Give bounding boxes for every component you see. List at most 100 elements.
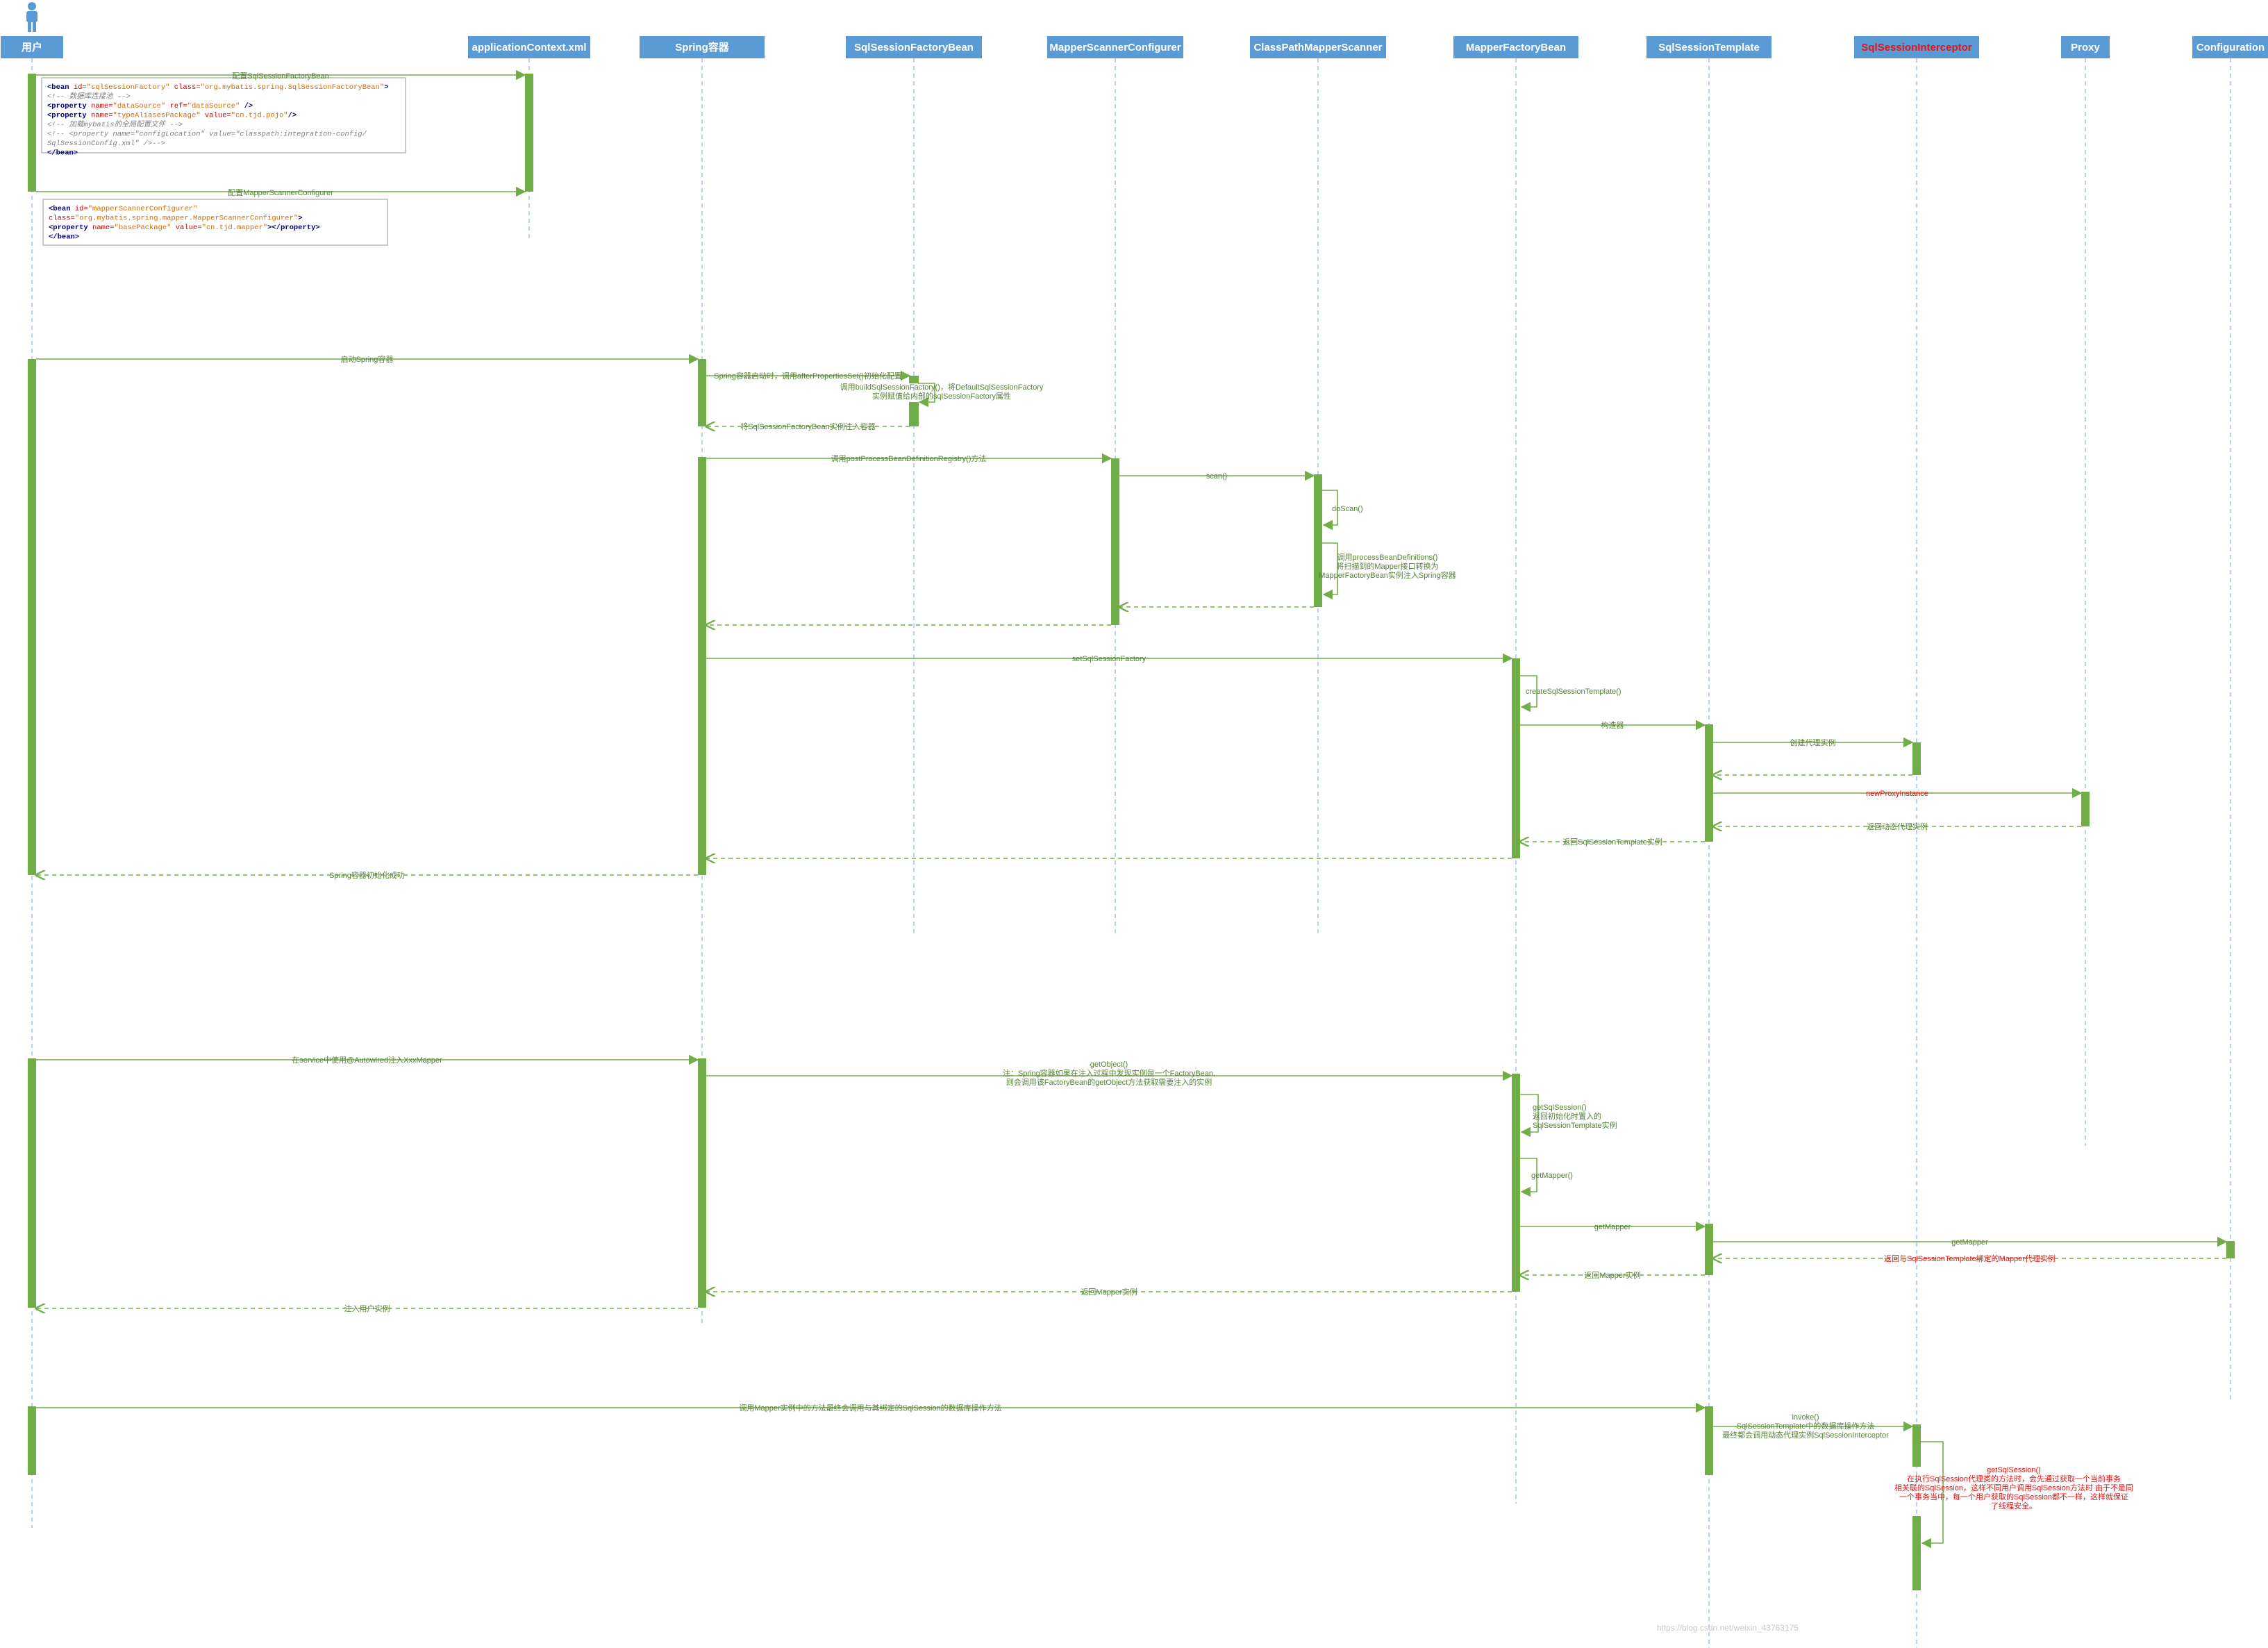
lifelines <box>31 58 2231 1648</box>
note-scanner-bean: <bean id="mapperScannerConfigurer"class=… <box>42 199 388 246</box>
message-label: 返回与SqlSessionTemplate绑定的Mapper代理实例 <box>1884 1254 2056 1263</box>
lifeline-label-app: applicationContext.xml <box>472 42 586 53</box>
message-label: 创建代理实例 <box>1790 738 1836 747</box>
xml-notes: <bean id="sqlSessionFactory" class="org.… <box>41 77 406 246</box>
message-m18: Spring容器初始化成功 <box>36 870 698 880</box>
activation-mfb <box>1512 658 1520 858</box>
user-actor-icon <box>26 2 37 32</box>
message-m12: createSqlSessionTemplate() <box>1520 675 1621 713</box>
activation-sst <box>1705 1224 1713 1275</box>
lifeline-label-user: 用户 <box>22 41 42 53</box>
lifeline-label-cpms: ClassPathMapperScanner <box>1253 42 1382 53</box>
message-label: getMapper <box>1951 1238 1988 1247</box>
message-m13: 构造器 <box>1520 719 1706 731</box>
message-label: 实例赋值给内部的sqlSessionFactory属性 <box>872 391 1011 401</box>
lifeline-header-ssi: SqlSessionInterceptor <box>1854 36 1979 58</box>
lifeline-label-ssfb: SqlSessionFactoryBean <box>854 42 974 53</box>
activation-user <box>28 1058 36 1308</box>
activation-sst <box>1705 724 1713 842</box>
message-m23: getMapper <box>1520 1221 1706 1232</box>
activation-spring <box>698 457 706 875</box>
lifeline-label-ssi: SqlSessionInterceptor <box>1861 42 1971 53</box>
lifeline-header-conf: Configuration <box>2192 36 2268 58</box>
lifeline-label-spring: Spring容器 <box>675 41 729 53</box>
lifeline-headers: 用户 applicationContext.xml Spring容器 SqlSessi… <box>1 36 2268 58</box>
activation-spring <box>698 359 706 426</box>
activation-cpms <box>1314 474 1322 607</box>
message-label: Spring容器初始化成功 <box>329 870 405 880</box>
lifeline-label-conf: Configuration <box>2196 42 2265 53</box>
lifeline-header-cpms: ClassPathMapperScanner <box>1250 36 1386 58</box>
message-label: 返回Mapper实例 <box>1081 1287 1137 1297</box>
activation-ssi <box>1912 1424 1921 1467</box>
lifeline-label-proxy: Proxy <box>2071 42 2100 53</box>
message-m24: getMapper <box>1713 1236 2228 1247</box>
message-label: 最终都会调用动态代理实例SqlSessionInterceptor <box>1722 1430 1889 1440</box>
lifeline-label-msc: MapperScannerConfigurer <box>1049 42 1181 53</box>
message-label: 一个事务当中，每一个用户获取的SqlSession都不一样，这样就保证 <box>1899 1492 2128 1501</box>
note-line: </bean> <box>47 149 78 158</box>
message-label: SqlSessionTemplate中的数据库操作方法 <box>1737 1421 1875 1431</box>
lifeline-header-mfb: MapperFactoryBean <box>1453 36 1578 58</box>
activation-user <box>28 74 36 192</box>
message-label: 将SqlSessionFactoryBean实例注入容器 <box>740 422 875 431</box>
message-label: 则会调用该FactoryBean的getObject方法获取需要注入的实例 <box>1006 1077 1212 1087</box>
message-m22: getMapper() <box>1520 1158 1573 1197</box>
message-m2: 配置MapperScannerConfigurer <box>36 186 526 197</box>
message-label: scan() <box>1206 472 1228 481</box>
lifeline-header-proxy: Proxy <box>2061 36 2110 58</box>
lifeline-header-app: applicationContext.xml <box>468 36 590 58</box>
message-m21: getSqlSession()返回初始化时置入的SqlSessionTempla… <box>1520 1094 1617 1138</box>
message-m28: 注入用户实例 <box>36 1304 698 1313</box>
activation-user <box>28 1406 36 1475</box>
activation-sst <box>1705 1406 1713 1475</box>
message-m1: 配置SqlSessionFactoryBean <box>36 69 526 81</box>
activation-ssi <box>1912 742 1921 775</box>
messages: 配置SqlSessionFactoryBean 配置MapperScannerCo… <box>36 69 2228 1549</box>
message-label: invoke() <box>1792 1413 1819 1422</box>
message-label: 返回动态代理实例 <box>1867 822 1928 831</box>
message-label: 构造器 <box>1601 720 1624 730</box>
note-line: <property name="dataSource" ref="dataSou… <box>47 102 253 110</box>
note-line: <property name="basePackage" value="cn.t… <box>49 224 320 232</box>
message-m27: 返回Mapper实例 <box>706 1287 1512 1297</box>
message-label: 注：Spring容器如果在注入过程中发现实例是一个FactoryBean, <box>1003 1068 1215 1078</box>
message-label: createSqlSessionTemplate() <box>1526 688 1621 696</box>
activation-msc <box>1111 458 1119 625</box>
message-m7: 调用postProcessBeanDefinitionRegistry()方法 <box>706 453 1112 464</box>
message-m5: 调用buildSqlSessionFactory()，将DefaultSqlSe… <box>840 383 1044 408</box>
note-line: SqlSessionConfig.xml" />--> <box>47 140 165 148</box>
activation-app <box>525 74 533 192</box>
message-m29: 调用Mapper实例中的方法最终会调用与其绑定的SqlSession的数据库操作… <box>36 1402 1706 1413</box>
activation-bars <box>28 74 2235 1590</box>
note-factory-bean: <bean id="sqlSessionFactory" class="org.… <box>41 77 406 158</box>
message-label: getMapper <box>1594 1223 1631 1231</box>
message-m17: 返回SqlSessionTemplate实例 <box>1520 837 1705 847</box>
message-m15: newProxyInstance <box>1713 788 2083 799</box>
message-m14: 创建代理实例 <box>1713 737 1914 748</box>
activation-conf <box>2226 1241 2235 1258</box>
note-line: <!-- 数据库连接池 --> <box>47 92 131 101</box>
message-label: newProxyInstance <box>1866 790 1928 798</box>
message-m25: 返回与SqlSessionTemplate绑定的Mapper代理实例 <box>1713 1254 2226 1263</box>
message-m6: 将SqlSessionFactoryBean实例注入容器 <box>706 422 910 431</box>
activation-proxy <box>2081 792 2090 826</box>
message-label: 调用postProcessBeanDefinitionRegistry()方法 <box>831 453 987 463</box>
message-m11: setSqlSessionFactory <box>706 653 1513 664</box>
note-line: <bean id="mapperScannerConfigurer" <box>49 205 197 213</box>
note-line: </bean> <box>49 233 79 242</box>
message-label: 返回SqlSessionTemplate实例 <box>1562 837 1662 847</box>
message-label: 在执行SqlSession代理类的方法时，会先通过获取一个当前事务 <box>1907 1474 2121 1483</box>
message-m3: 启动Spring容器 <box>36 353 699 365</box>
note-line: <bean id="sqlSessionFactory" class="org.… <box>47 83 389 92</box>
message-label: 注入用户实例 <box>344 1304 390 1313</box>
message-label: 返回初始化时置入的 <box>1533 1111 1601 1121</box>
message-label: 调用buildSqlSessionFactory()，将DefaultSqlSe… <box>840 383 1044 392</box>
message-label: SqlSessionTemplate实例 <box>1533 1120 1617 1130</box>
message-m26: 返回Mapper实例 <box>1520 1270 1705 1280</box>
message-label: 将扫描到的Mapper接口转换为 <box>1336 561 1438 571</box>
message-m8: scan() <box>1119 470 1315 481</box>
lifeline-header-user: 用户 <box>1 36 63 58</box>
activation-ssfb <box>909 376 919 383</box>
message-m4: Spring容器启动时，调用afterPropertiesSet()初始化配置 <box>706 370 911 381</box>
